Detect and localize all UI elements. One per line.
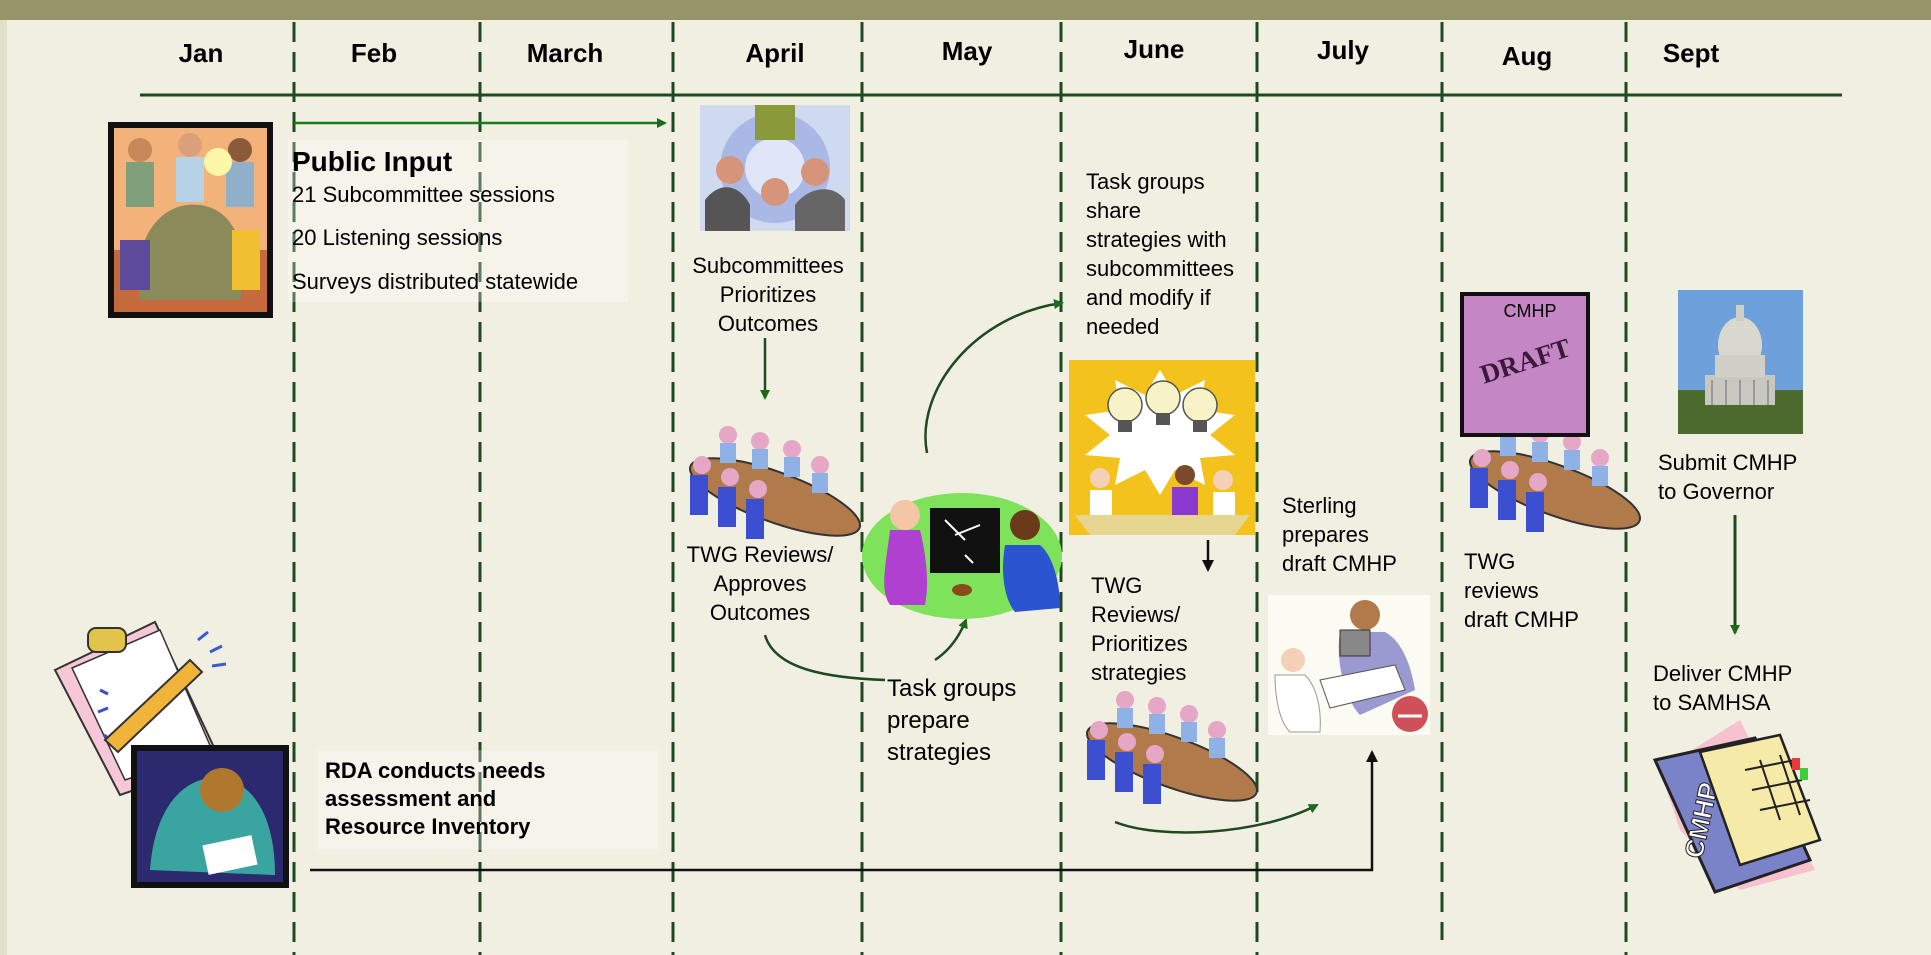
subcommittees-line-2: Prioritizes <box>719 282 817 307</box>
submit-line-1: Submit CMHP <box>1658 450 1798 475</box>
meeting-image <box>700 105 850 231</box>
month-july: July <box>1316 35 1370 65</box>
submit-line-2: to Governor <box>1658 479 1775 504</box>
subcommittees-line-1: Subcommittees <box>692 253 844 278</box>
arrow-twg-to-task <box>763 634 886 682</box>
header-bar <box>0 0 1931 20</box>
draft-doc-label: CMHP <box>1504 301 1557 321</box>
public-input-image <box>108 122 273 318</box>
task-groups-share-line-5: and modify if <box>1086 285 1211 310</box>
sterling-line-2: prepares <box>1282 522 1369 547</box>
task-groups-prepare-line-3: strategies <box>887 739 992 766</box>
month-sept: Sept <box>1662 38 1720 68</box>
task-groups-prepare-line-2: prepare <box>887 707 970 734</box>
twg-prioritizes-line-1: TWG <box>1091 573 1143 598</box>
month-april: April <box>745 38 805 68</box>
arrow-rda-to-sterling <box>310 750 1378 872</box>
twg-prioritizes-line-2: Reviews/ <box>1091 602 1181 627</box>
draft-document-image: CMHP DRAFT <box>1460 292 1590 437</box>
rda-panel <box>318 750 658 850</box>
rda-line-1: RDA conducts needs <box>325 758 546 783</box>
task-groups-share-line-3: strategies with <box>1086 227 1227 252</box>
flow-arrows <box>294 118 1740 872</box>
month-march: March <box>526 38 604 68</box>
arrow-may-to-june <box>924 299 1064 454</box>
lightbulbs-image <box>1069 360 1255 535</box>
task-groups-share-line-6: needed <box>1086 314 1160 339</box>
public-input-line-3: Surveys distributed statewide <box>292 269 579 294</box>
twg-prioritizes-line-3: Prioritizes <box>1091 631 1188 656</box>
twg-draft-line-3: draft CMHP <box>1464 607 1579 632</box>
task-groups-prepare-line-1: Task groups <box>887 675 1017 702</box>
twg-conference-image-june <box>1085 691 1259 804</box>
deliver-line-1: Deliver CMHP <box>1653 661 1793 686</box>
sterling-image <box>1268 595 1430 735</box>
deliver-line-2: to SAMHSA <box>1653 690 1771 715</box>
month-may: May <box>941 36 993 66</box>
twg-conference-image-aug <box>1468 419 1642 532</box>
month-feb: Feb <box>350 38 398 68</box>
rda-line-2: assessment and <box>325 786 497 811</box>
twg-draft-line-2: reviews <box>1464 578 1539 603</box>
month-june: June <box>1123 34 1185 64</box>
month-aug: Aug <box>1501 41 1553 71</box>
arrow-task-up <box>934 618 968 662</box>
twg-draft-line-1: TWG <box>1464 549 1516 574</box>
task-groups-share-line-4: subcommittees <box>1086 256 1234 281</box>
month-jan: Jan <box>178 38 224 68</box>
subcommittees-line-3: Outcomes <box>717 311 819 336</box>
public-input-title: Public Input <box>292 146 453 177</box>
task-groups-share-line-2: share <box>1086 198 1142 223</box>
twg-approves-line-2: Approves <box>713 571 807 596</box>
task-groups-image <box>862 493 1062 619</box>
rda-thinker-image <box>131 745 289 888</box>
cmhp-binder-image: CMHP <box>1652 720 1822 894</box>
arrow-june-to-july <box>1114 803 1319 834</box>
month-dividers <box>292 22 1628 955</box>
left-edge-strip <box>0 20 7 955</box>
twg-conference-image-april <box>688 426 862 539</box>
twg-approves-line-1: TWG Reviews/ <box>686 542 834 567</box>
rda-line-3: Resource Inventory <box>325 814 531 839</box>
twg-approves-line-3: Outcomes <box>709 600 811 625</box>
capitol-image <box>1678 290 1803 434</box>
public-input-panel <box>288 140 628 302</box>
task-groups-share-line-1: Task groups <box>1086 169 1205 194</box>
sterling-line-3: draft CMHP <box>1282 551 1397 576</box>
public-input-line-2: 20 Listening sessions <box>292 225 503 250</box>
sterling-line-1: Sterling <box>1282 493 1357 518</box>
twg-prioritizes-line-4: strategies <box>1091 660 1187 685</box>
public-input-line-1: 21 Subcommittee sessions <box>292 182 555 207</box>
